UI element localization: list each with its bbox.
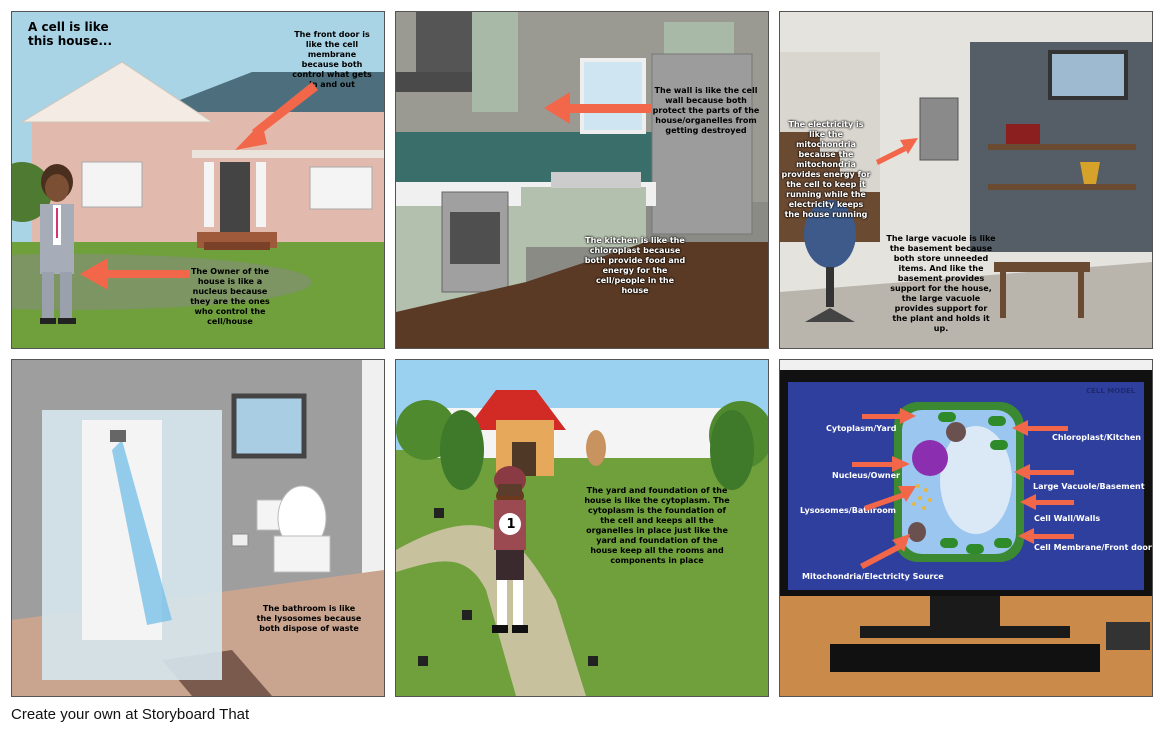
footer-credit[interactable]: Create your own at Storyboard That bbox=[11, 706, 250, 723]
caption-bathroom: The bathroom is like the lysosomes becau… bbox=[256, 604, 362, 633]
label-cytoplasm: Cytoplasm/Yard bbox=[826, 424, 897, 433]
panel-cell-model: CELL MODEL Cytoplasm/Yard Nucleus/Owner … bbox=[779, 359, 1153, 697]
label-lysosomes: Lysosomes/Bathroom bbox=[800, 506, 897, 515]
caption-kitchen: The kitchen is like the chloroplast beca… bbox=[584, 236, 686, 295]
football-player bbox=[492, 466, 528, 633]
caption-front-door: The front door is like the cell membrane… bbox=[292, 30, 372, 89]
panel-kitchen: The wall is like the cell wall because b… bbox=[395, 11, 769, 349]
label-membrane: Cell Membrane/Front door bbox=[1034, 543, 1152, 552]
cell-model-illustration bbox=[780, 360, 1152, 696]
caption-wall: The wall is like the cell wall because b… bbox=[652, 86, 760, 135]
label-vacuole: Large Vacuole/Basement bbox=[1033, 482, 1145, 491]
label-cell-wall: Cell Wall/Walls bbox=[1034, 514, 1101, 523]
label-nucleus: Nucleus/Owner bbox=[832, 471, 900, 480]
caption-electricity: The electricity is like the mitochondria… bbox=[781, 120, 871, 219]
panel-yard: 1 The yard and foundation of the house i… bbox=[395, 359, 769, 697]
yard-illustration bbox=[396, 360, 768, 696]
label-chloroplast: Chloroplast/Kitchen bbox=[1052, 433, 1141, 442]
bathroom-illustration bbox=[12, 360, 384, 696]
caption-yard: The yard and foundation of the house is … bbox=[584, 486, 730, 565]
panel-basement: The electricity is like the mitochondria… bbox=[779, 11, 1153, 349]
panel-bathroom: The bathroom is like the lysosomes becau… bbox=[11, 359, 385, 697]
label-mitochondria: Mitochondria/Electricity Source bbox=[802, 572, 944, 581]
basement-illustration bbox=[780, 12, 1152, 348]
panel-title: A cell is like this house... bbox=[28, 20, 112, 48]
kitchen-illustration bbox=[396, 12, 768, 348]
panel-house-exterior: A cell is like this house... The front d… bbox=[11, 11, 385, 349]
caption-owner: The Owner of the house is like a nucleus… bbox=[190, 267, 270, 326]
jersey-number: 1 bbox=[506, 517, 516, 532]
caption-vacuole: The large vacuole is like the basement b… bbox=[886, 234, 996, 333]
cell-model-header: CELL MODEL bbox=[1086, 387, 1136, 395]
